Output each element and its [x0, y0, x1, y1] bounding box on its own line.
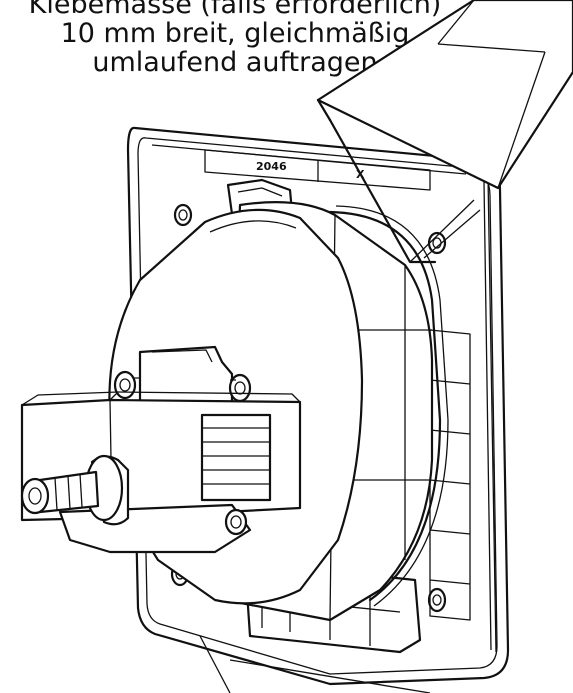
label-2046: 2046	[256, 160, 287, 173]
hose-nozzle	[20, 454, 130, 526]
side-ribs	[429, 329, 471, 621]
caption-line-2: 10 mm breit, gleichmäßig	[60, 18, 410, 49]
instruction-caption: Klebemasse (falls erforderlich) 10 mm br…	[0, 0, 470, 77]
adhesive-cartridge	[316, 0, 573, 264]
caption-line-1: Klebemasse (falls erforderlich)	[28, 0, 442, 20]
caption-line-3: umlaufend auftragen	[92, 47, 378, 78]
connector-housing	[113, 345, 252, 414]
